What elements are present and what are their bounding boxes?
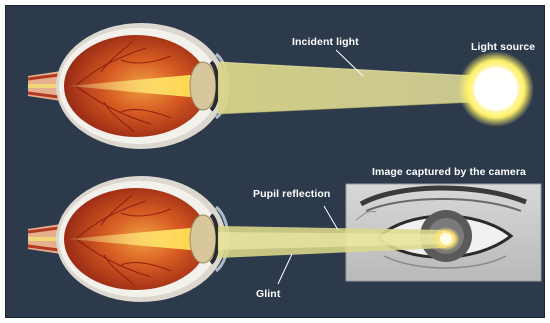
lens-top — [190, 62, 216, 110]
incident-light-label: Incident light — [292, 36, 359, 48]
incident-light-beam — [218, 62, 476, 114]
light-source-icon — [458, 51, 534, 127]
glint-pointer — [278, 254, 292, 284]
pupil-reflection-pointer — [324, 206, 338, 230]
diagram-frame: Incident light Light source Image captur… — [5, 5, 545, 318]
eye-tracking-diagram — [6, 6, 545, 318]
eye-bottom — [28, 176, 228, 302]
light-source-label: Light source — [471, 41, 535, 53]
pupil-glow — [432, 227, 460, 251]
glint-label: Glint — [256, 288, 280, 300]
lens-bottom — [190, 215, 216, 263]
pupil-reflection-label: Pupil reflection — [253, 188, 330, 200]
captured-image-label: Image captured by the camera — [372, 166, 526, 178]
eye-top — [28, 23, 228, 149]
